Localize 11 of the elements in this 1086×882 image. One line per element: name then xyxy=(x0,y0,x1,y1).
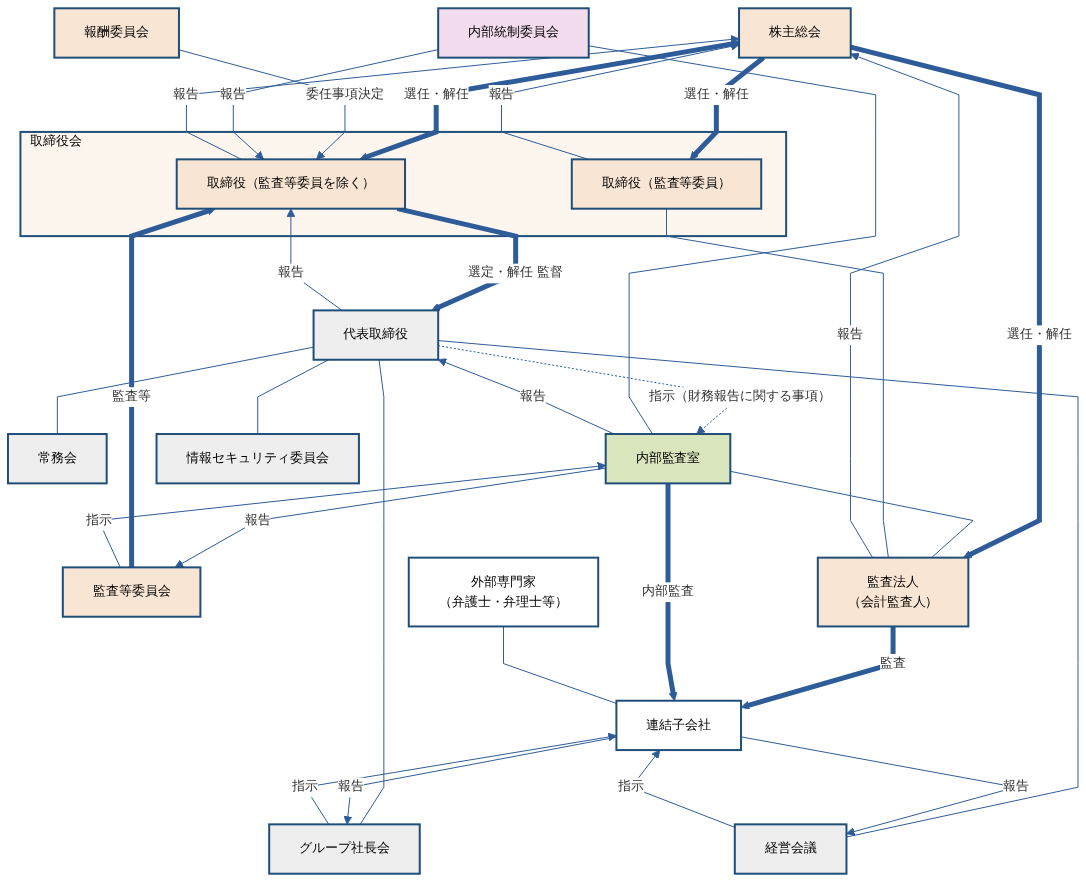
arrow xyxy=(665,483,678,702)
connector xyxy=(359,359,385,825)
arrow xyxy=(129,207,216,568)
arrow xyxy=(740,626,896,710)
connector xyxy=(56,346,315,435)
connector xyxy=(729,470,974,559)
connector xyxy=(588,45,877,435)
arrow xyxy=(396,206,519,312)
connector xyxy=(257,359,330,435)
connector xyxy=(503,625,617,704)
connector xyxy=(666,208,889,559)
